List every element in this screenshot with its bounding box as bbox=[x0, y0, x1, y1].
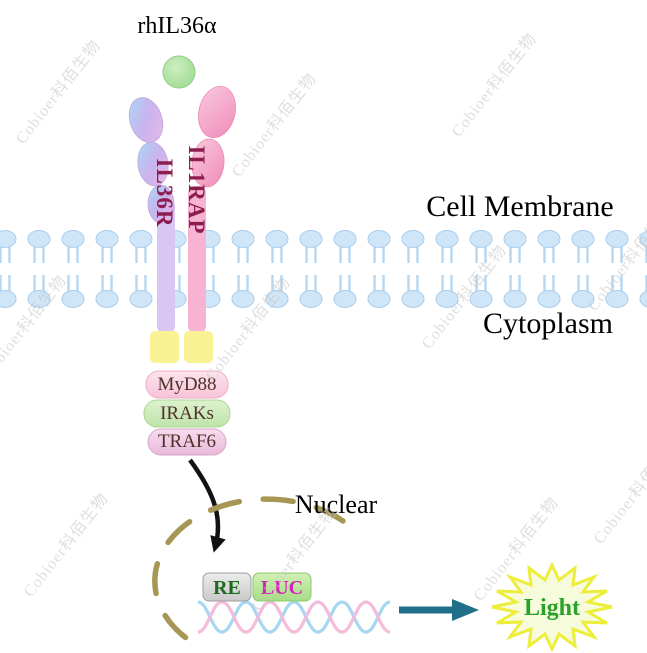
watermark-text: Cobioer科佰生物 bbox=[590, 437, 647, 548]
il36r-stem bbox=[157, 200, 175, 333]
il1rap-label: IL1RAP bbox=[184, 145, 209, 234]
re-box bbox=[202, 572, 252, 602]
cytoplasm-label: Cytoplasm bbox=[483, 307, 613, 340]
lipid-bilayer bbox=[0, 229, 647, 309]
il36r-domain bbox=[147, 184, 175, 224]
myd88-box bbox=[145, 370, 229, 399]
cell-membrane-label: Cell Membrane bbox=[426, 190, 613, 223]
il36r-domain bbox=[128, 97, 164, 143]
luc-box bbox=[252, 572, 312, 602]
ligand-molecule bbox=[162, 55, 196, 89]
il1rap-domain bbox=[191, 138, 225, 188]
il36r-domain bbox=[137, 141, 169, 187]
output-arrow bbox=[399, 599, 479, 621]
il36r-extracellular-domains bbox=[128, 97, 175, 224]
il36r-intracellular-domain bbox=[150, 331, 179, 363]
watermark-text: Cobioer科佰生物 bbox=[20, 490, 112, 601]
watermark-text: Cobioer科佰生物 bbox=[12, 37, 104, 148]
iraks-label: IRAKs bbox=[160, 403, 214, 424]
dna-strand-blue bbox=[197, 600, 391, 634]
traf6-label: TRAF6 bbox=[158, 431, 216, 452]
luc-label: LUC bbox=[261, 577, 303, 599]
watermark-text: Cobioer科佰生物 bbox=[448, 30, 540, 141]
signal-arrow bbox=[188, 458, 226, 553]
il1rap-domain bbox=[198, 85, 236, 139]
il36r-label: IL36R bbox=[152, 159, 177, 228]
il1rap-stem bbox=[188, 186, 206, 333]
nuclear-envelope bbox=[152, 496, 346, 652]
nuclear-label: Nuclear bbox=[295, 490, 378, 519]
light-burst-icon bbox=[491, 561, 613, 653]
il1rap-intracellular-domain bbox=[184, 331, 213, 363]
dna-strand-pink bbox=[197, 600, 391, 634]
traf6-box bbox=[147, 428, 227, 456]
light-label: Light bbox=[524, 595, 580, 621]
dna-helix bbox=[197, 600, 391, 634]
il1rap-extracellular-domains bbox=[191, 85, 236, 188]
iraks-box bbox=[143, 399, 231, 428]
ligand-label: rhIL36α bbox=[137, 13, 217, 39]
myd88-label: MyD88 bbox=[157, 374, 216, 395]
watermark-text: Cobioer科佰生物 bbox=[228, 70, 320, 181]
re-label: RE bbox=[213, 577, 241, 599]
output-arrow-head bbox=[452, 599, 479, 621]
